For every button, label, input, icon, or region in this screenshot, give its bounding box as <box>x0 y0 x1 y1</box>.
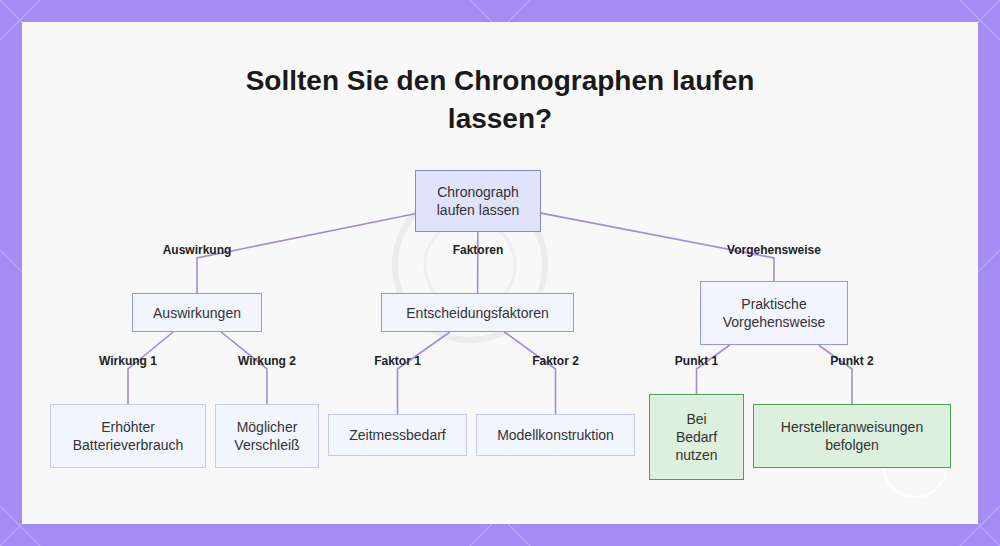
edge-label: Faktor 1 <box>372 354 423 368</box>
node-text: Erhöhter Batterieverbrauch <box>61 418 195 454</box>
node-text: Möglicher Verschleiß <box>226 418 308 454</box>
topic-box: Auswirkungen <box>132 293 262 332</box>
connector-line <box>504 332 555 414</box>
node-text: Chronograph laufen lassen <box>436 183 520 219</box>
node-text: Modellkonstruktion <box>497 426 614 444</box>
connector-line <box>398 332 450 414</box>
node-text: Auswirkungen <box>153 304 241 322</box>
edge-label: Punkt 2 <box>828 354 875 368</box>
node-text: Herstelleranweisungen befolgen <box>764 418 940 454</box>
connector-line <box>128 332 173 404</box>
edge-label: Punkt 1 <box>673 354 720 368</box>
edge-label: Wirkung 1 <box>97 354 159 368</box>
topic-box: Erhöhter Batterieverbrauch <box>50 404 206 468</box>
panel <box>22 22 978 524</box>
topic-box: Zeitmessbedarf <box>328 414 467 456</box>
edge-label: Faktoren <box>451 243 506 257</box>
edge-label: Faktor 2 <box>530 354 581 368</box>
action-box: Bei Bedarf nutzen <box>649 394 744 480</box>
node-text: Zeitmessbedarf <box>349 426 445 444</box>
title-area: Sollten Sie den Chronographen laufen las… <box>215 62 785 138</box>
node-text: Praktische Vorgehensweise <box>713 295 835 331</box>
node-text: Entscheidungsfaktoren <box>406 304 548 322</box>
action-box: Herstelleranweisungen befolgen <box>753 404 951 468</box>
topic-box: Entscheidungsfaktoren <box>381 293 574 332</box>
edge-label: Vorgehensweise <box>725 243 823 257</box>
topic-box: Praktische Vorgehensweise <box>700 281 848 345</box>
diagram-title: Sollten Sie den Chronographen laufen las… <box>215 62 785 138</box>
edge-label: Auswirkung <box>161 243 234 257</box>
topic-box: Chronograph laufen lassen <box>415 170 541 232</box>
connector-line <box>477 232 479 293</box>
connector-line <box>221 332 267 404</box>
node-text: Bei Bedarf nutzen <box>664 410 729 464</box>
topic-box: Modellkonstruktion <box>476 414 635 456</box>
connector-line <box>697 345 730 394</box>
topic-box: Möglicher Verschleiß <box>215 404 319 468</box>
edge-label: Wirkung 2 <box>236 354 298 368</box>
connector-line <box>819 345 852 404</box>
